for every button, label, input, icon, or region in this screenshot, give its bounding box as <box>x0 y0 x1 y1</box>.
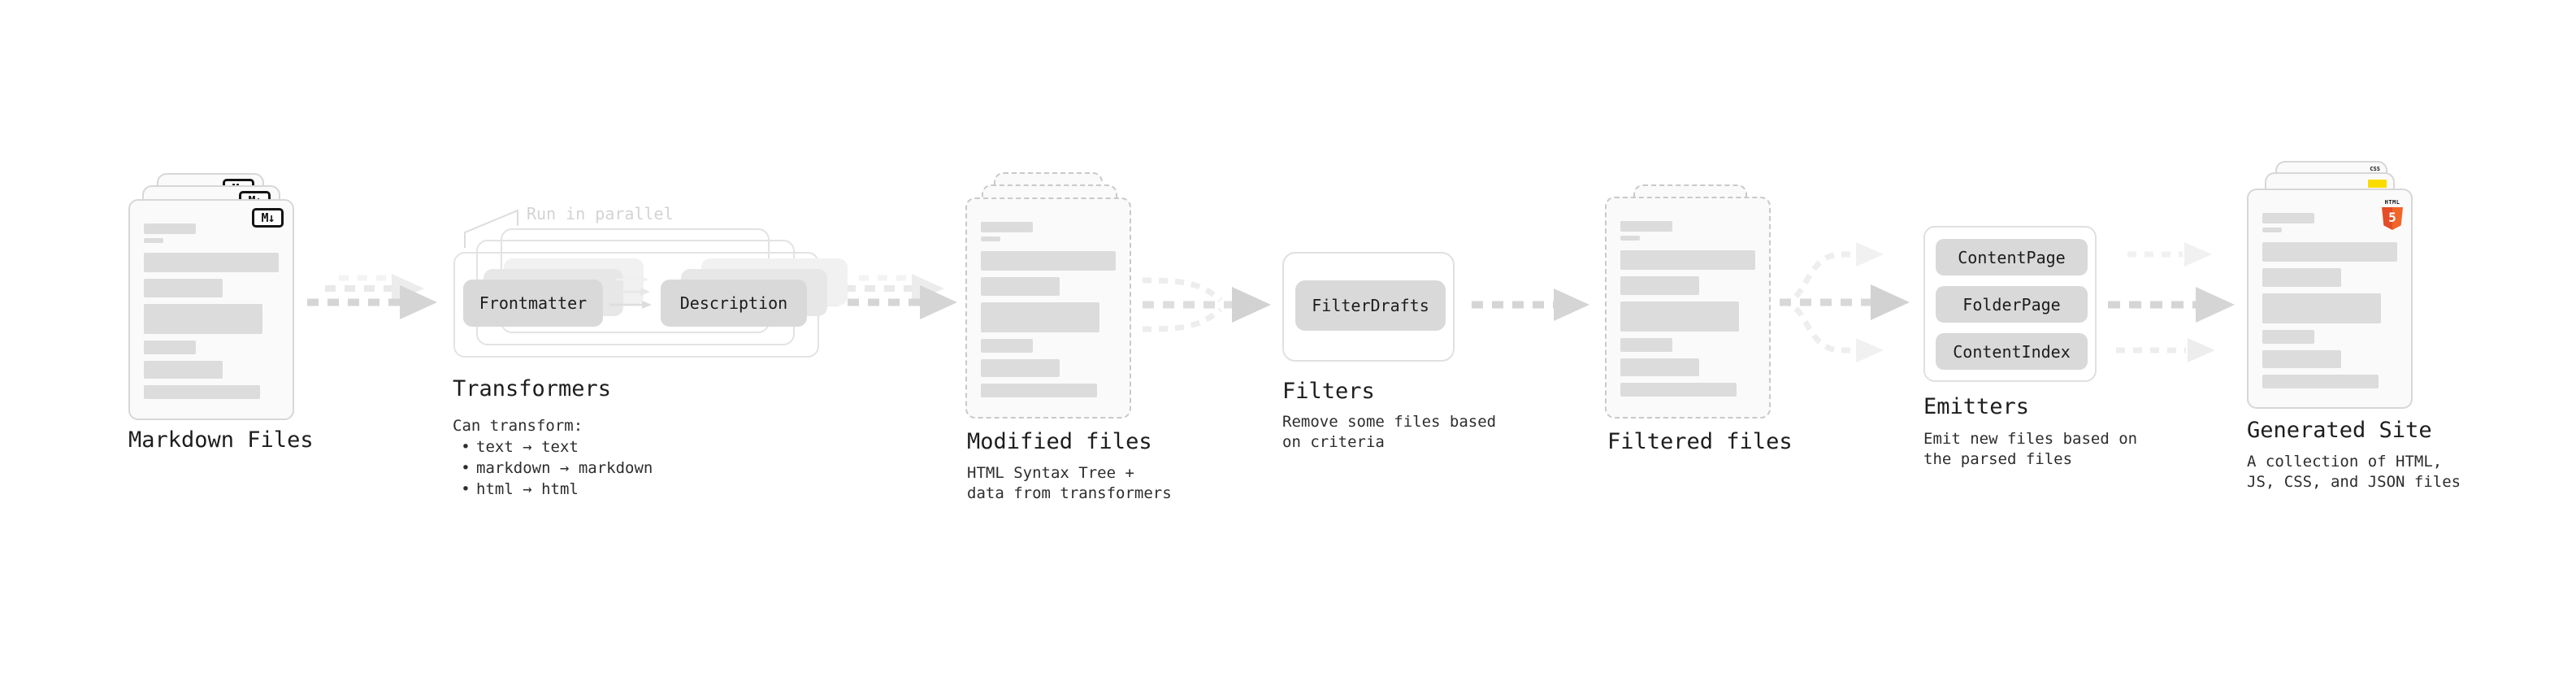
html5-badge: HTML 5 <box>2381 199 2404 230</box>
text-line-placeholder <box>1620 338 1672 352</box>
bullet-item: • markdown → markdown <box>455 458 653 479</box>
content-index-pill: ContentIndex <box>1936 333 2088 370</box>
frontmatter-pill: Frontmatter <box>463 280 603 327</box>
js-badge <box>2368 180 2387 188</box>
bullet-marker: • <box>461 480 471 498</box>
filtered-files-label: Filtered files <box>1607 429 1793 454</box>
markdown-files-label: Markdown Files <box>128 427 314 453</box>
text-line-placeholder <box>981 222 1033 232</box>
text-line-placeholder <box>144 340 196 354</box>
bullet-text: markdown → markdown <box>476 459 653 477</box>
text-line-placeholder <box>1620 276 1699 295</box>
text-line-placeholder <box>144 223 196 234</box>
flow-arrow <box>1472 288 1589 321</box>
flow-arrow-triple <box>2108 242 2235 362</box>
text-line-placeholder <box>2262 213 2314 223</box>
text-line-placeholder <box>1620 221 1672 232</box>
pill-connector-arrows <box>609 275 652 309</box>
text-line-placeholder <box>1620 383 1737 397</box>
text-line-placeholder <box>1620 236 1640 241</box>
text-line-placeholder <box>1620 301 1739 332</box>
description-pill: Description <box>661 280 807 327</box>
text-line-placeholder <box>2262 293 2381 323</box>
text-line-placeholder <box>981 277 1060 296</box>
text-line-placeholder <box>1620 250 1755 270</box>
markdown-badge: M↓ <box>252 208 284 228</box>
text-line-placeholder <box>144 238 163 243</box>
folder-page-pill: FolderPage <box>1936 286 2088 323</box>
bullet-item: • text → text <box>455 436 653 458</box>
transform-bullet-list: • text → text • markdown → markdown • ht… <box>455 436 653 500</box>
filter-drafts-pill: FilterDrafts <box>1295 280 1446 331</box>
text-line-placeholder <box>144 304 262 334</box>
markdown-file-card: M↓ <box>128 199 294 420</box>
generated-site-sublabel: A collection of HTML, JS, CSS, and JSON … <box>2247 453 2461 491</box>
content-page-pill: ContentPage <box>1936 239 2088 275</box>
text-line-placeholder <box>981 384 1097 397</box>
html-file-card: HTML 5 <box>2247 189 2413 409</box>
transformers-label: Transformers <box>453 376 612 401</box>
modified-files-sublabel: HTML Syntax Tree + data from transformer… <box>967 464 1172 502</box>
text-line-placeholder <box>2262 242 2397 262</box>
text-line-placeholder <box>981 251 1116 271</box>
modified-files-label: Modified files <box>967 429 1152 454</box>
text-line-placeholder <box>2262 228 2282 232</box>
flow-arrow-files <box>827 274 957 319</box>
filters-box: FilterDrafts <box>1282 252 1455 362</box>
text-line-placeholder <box>981 302 1099 332</box>
emitters-label: Emitters <box>1923 394 2030 419</box>
text-line-placeholder <box>981 339 1033 353</box>
modified-file-card <box>965 197 1131 419</box>
bullet-text: text → text <box>476 438 579 456</box>
text-line-placeholder <box>2262 330 2314 344</box>
bullet-marker: • <box>461 459 471 477</box>
emitters-box: ContentPage FolderPage ContentIndex <box>1923 226 2097 382</box>
filtered-file-card <box>1605 197 1771 419</box>
text-line-placeholder <box>981 236 1000 241</box>
filters-label: Filters <box>1282 379 1375 404</box>
text-line-placeholder <box>144 279 223 297</box>
emitters-sublabel: Emit new files based on the parsed files <box>1923 430 2138 468</box>
text-line-placeholder <box>1620 358 1699 376</box>
text-line-placeholder <box>2262 268 2341 287</box>
text-line-placeholder <box>144 385 260 399</box>
bullet-marker: • <box>461 438 471 456</box>
text-line-placeholder <box>144 361 223 379</box>
generated-site-label: Generated Site <box>2247 418 2432 443</box>
run-in-parallel-annotation: Run in parallel <box>527 204 674 223</box>
text-line-placeholder <box>144 253 279 272</box>
bullet-text: html → html <box>476 480 579 498</box>
flow-arrow-merge <box>1142 277 1271 332</box>
html5-word: HTML <box>2384 199 2400 206</box>
flow-arrow-files <box>307 274 437 319</box>
text-line-placeholder <box>2262 350 2341 368</box>
callout-line <box>464 209 518 248</box>
html5-shield-icon: 5 <box>2382 207 2403 230</box>
text-line-placeholder <box>2262 375 2379 388</box>
flow-arrow-fanout <box>1780 242 1910 362</box>
text-line-placeholder <box>981 359 1060 377</box>
filters-sublabel: Remove some files based on criteria <box>1282 413 1497 451</box>
bullet-item: • html → html <box>455 479 653 500</box>
transformers-subtitle: Can transform: <box>453 417 583 435</box>
